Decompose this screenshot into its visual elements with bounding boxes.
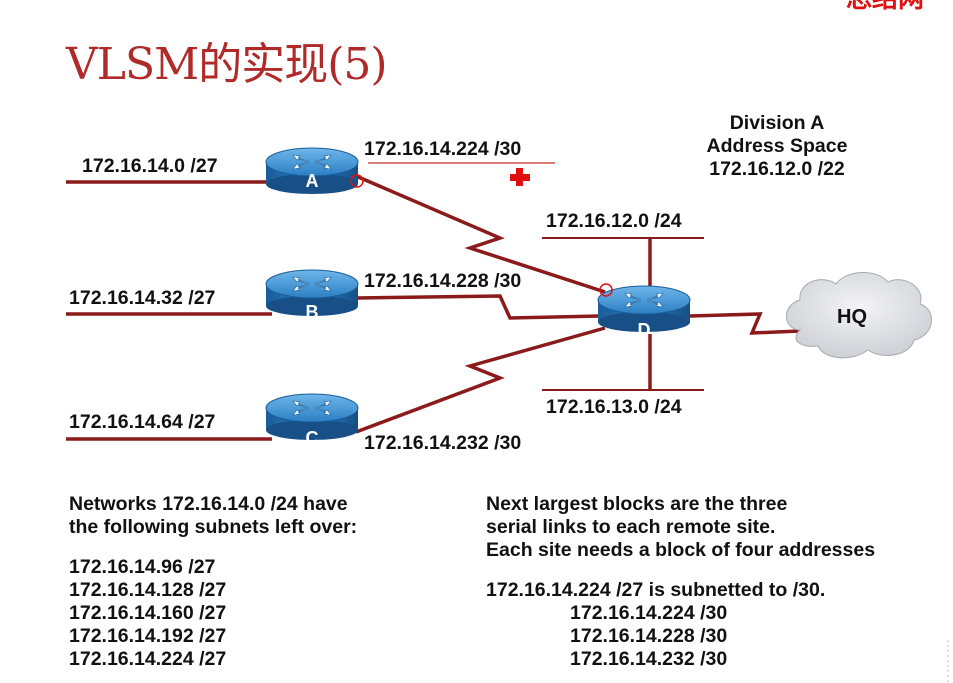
d-lan-top-label: 172.16.12.0 /24 [546,210,682,232]
serial-a-label: 172.16.14.224 /30 [364,138,522,160]
left-text-line-1: Networks 172.16.14.0 /24 have [69,493,348,515]
left-text-line-2: the following subnets left over: [69,516,358,538]
d-lan-bottom-label: 172.16.13.0 /24 [546,396,682,418]
router-b-label: B [306,302,319,322]
serial-link-c-d [355,326,606,434]
serial-link-a-d [355,174,606,294]
serial-b-label: 172.16.14.228 /30 [364,270,522,292]
router-d: D [597,285,691,340]
serial-link-b-d [355,294,601,320]
router-b: B [265,269,359,322]
right-text-line-2: serial links to each remote site. [486,516,776,538]
right-subnet-item: 172.16.14.224 /30 [570,602,728,624]
right-text-line-3: Each site needs a block of four addresse… [486,539,876,561]
serial-link-d-hq [689,312,801,335]
interface-marker-d [599,283,613,297]
left-subnet-item: 172.16.14.128 /27 [69,579,227,601]
left-subnet-item: 172.16.14.192 /27 [69,625,227,647]
left-subnet-item: 172.16.14.160 /27 [69,602,227,624]
lan-b-label: 172.16.14.32 /27 [69,287,216,309]
serial-c-label: 172.16.14.232 /30 [364,432,522,454]
division-line-3: 172.16.12.0 /22 [709,158,845,180]
right-text-line-1: Next largest blocks are the three [486,493,788,515]
hq-cloud: HQ [786,271,932,359]
router-a: A [265,147,359,194]
left-subnet-item: 172.16.14.96 /27 [69,556,216,578]
router-d-label: D [638,320,651,340]
lan-a-label: 172.16.14.0 /27 [82,155,218,177]
top-right-title-fragment: 总结网 [846,0,924,15]
lan-c-label: 172.16.14.64 /27 [69,411,216,433]
page-title: VLSM的实现(5) [66,39,388,90]
left-subnet-item: 172.16.14.224 /27 [69,648,227,670]
router-a-label: A [306,171,319,191]
division-a-box: Division A Address Space 172.16.12.0 /22 [672,112,882,181]
right-text-block: Next largest blocks are the three serial… [486,493,875,671]
division-line-1: Division A [729,112,825,134]
interface-marker-a [350,174,364,188]
right-text-line-4: 172.16.14.224 /27 is subnetted to /30. [486,579,826,601]
right-subnet-item: 172.16.14.228 /30 [570,625,728,647]
router-c-label: C [306,428,319,448]
router-c: C [265,393,359,448]
hq-label: HQ [837,306,867,328]
division-line-2: Address Space [706,135,848,157]
cursor-cross-icon [510,168,530,186]
right-subnet-item: 172.16.14.232 /30 [570,648,728,670]
left-text-block: Networks 172.16.14.0 /24 have the follow… [69,493,357,671]
